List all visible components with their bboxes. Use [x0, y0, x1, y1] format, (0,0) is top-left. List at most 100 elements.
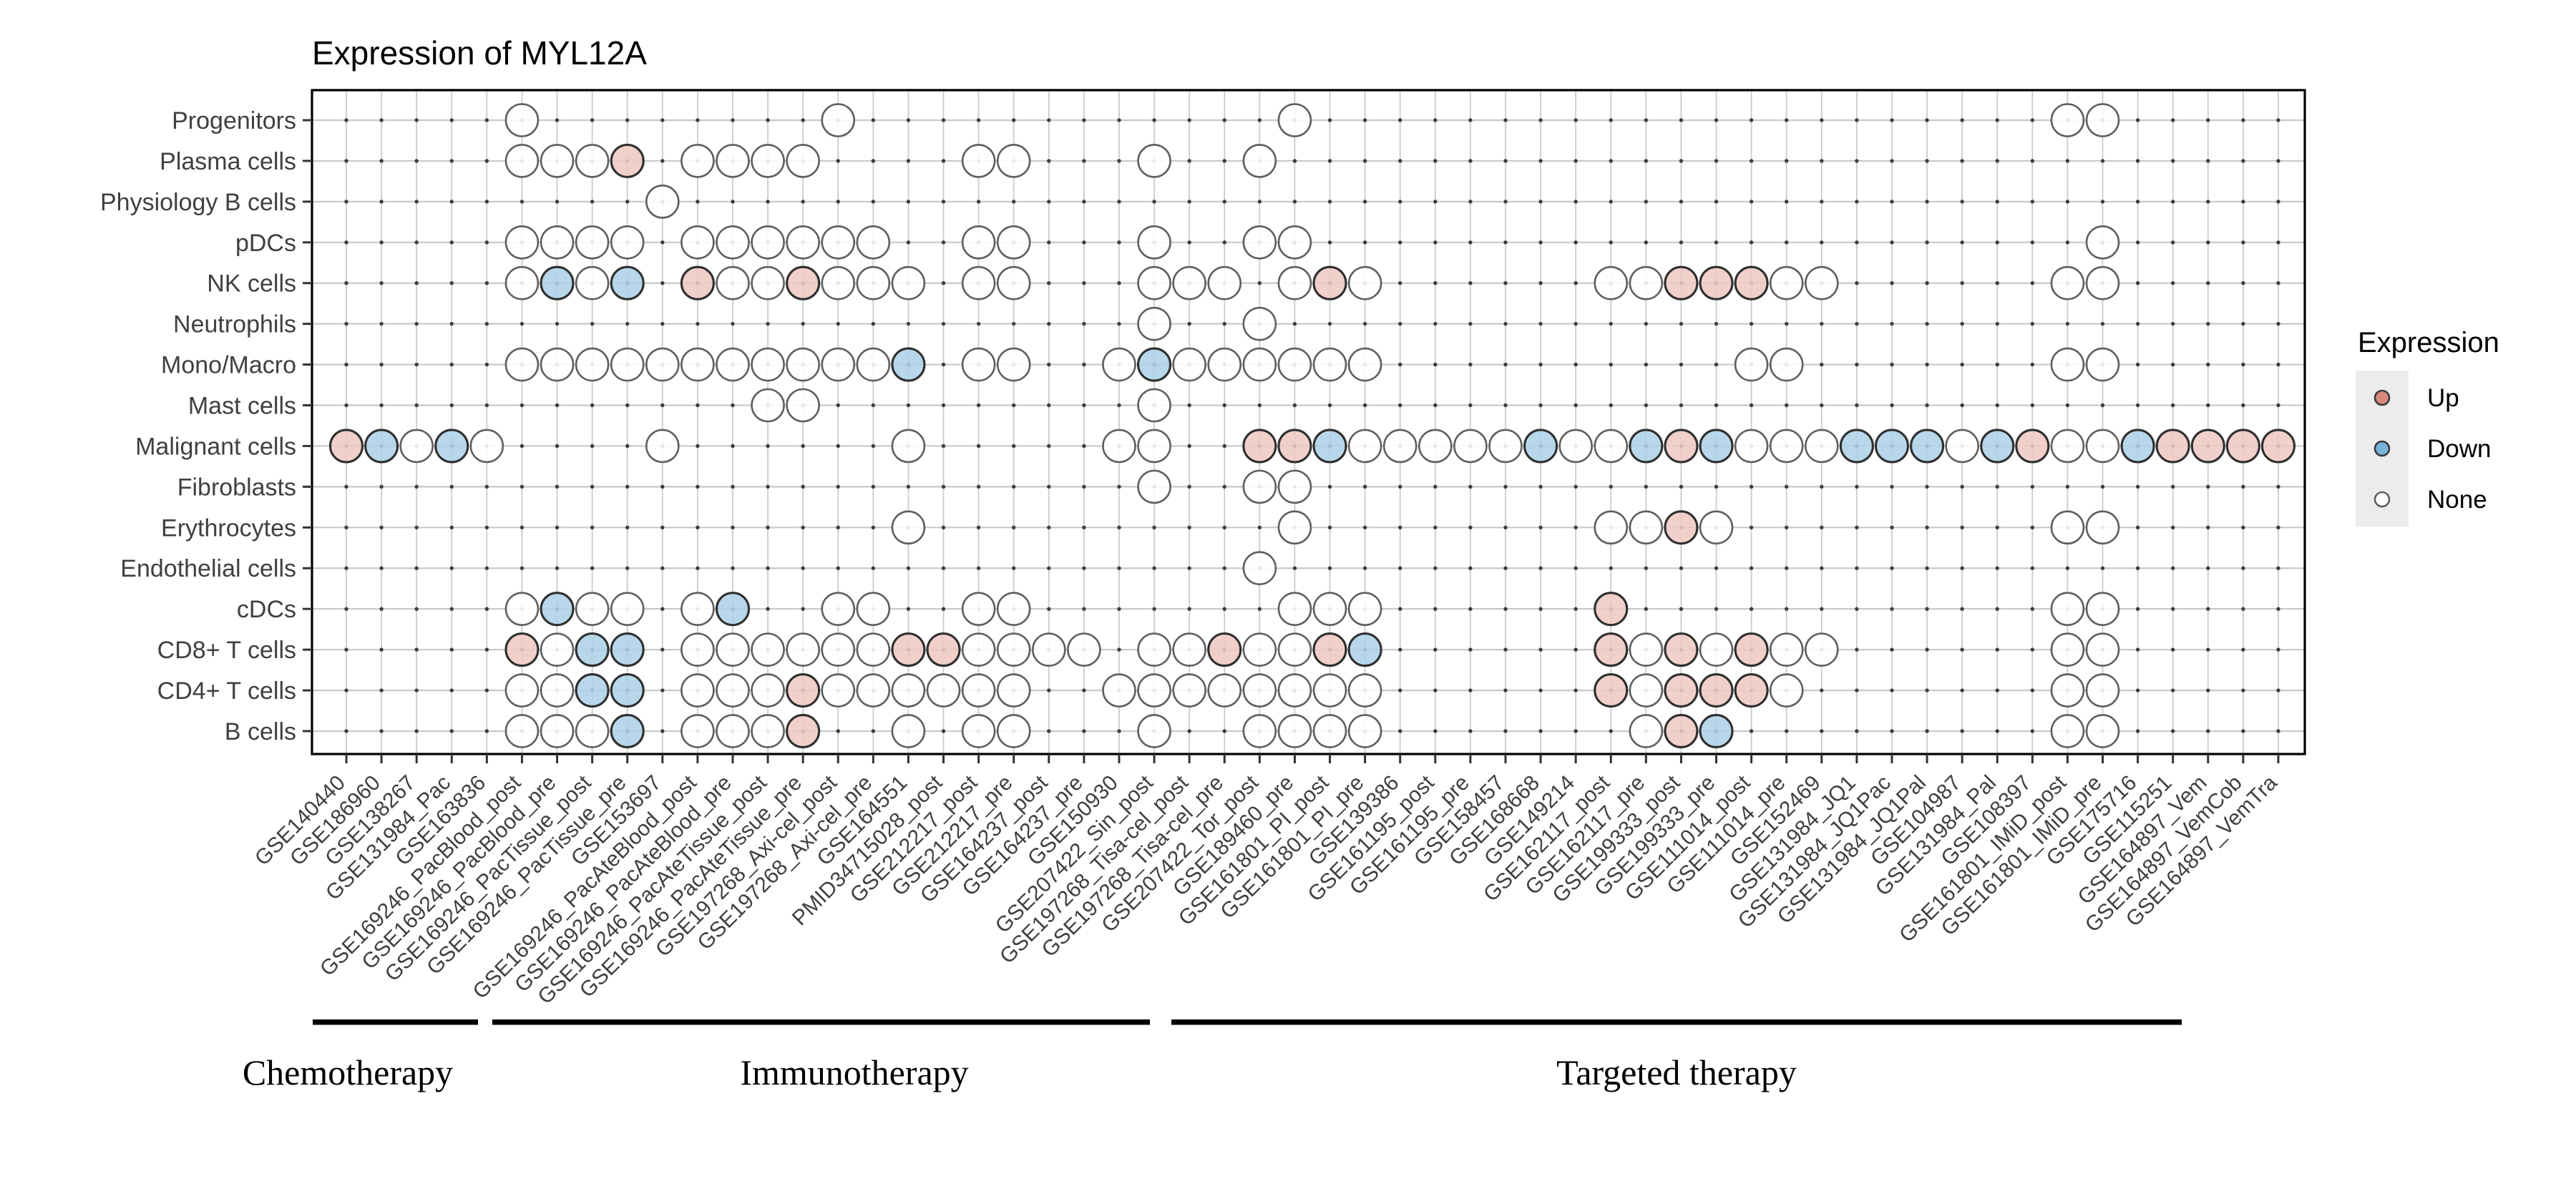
dot-down [575, 632, 610, 667]
dot-none [1242, 347, 1277, 382]
dot-none [716, 265, 750, 300]
grid-dot [1890, 362, 1894, 367]
grid-dot [1925, 607, 1929, 611]
grid-dot [1644, 200, 1649, 204]
grid-dot [2241, 607, 2245, 611]
grid-dot [1714, 200, 1719, 204]
grid-dot [1890, 118, 1894, 122]
grid-dot [1574, 159, 1578, 163]
grid-dot [871, 321, 876, 326]
grid-dot [2030, 281, 2035, 285]
dot-none [1277, 592, 1312, 626]
grid-dot [1995, 362, 1999, 367]
grid-dot [871, 444, 876, 449]
dot-none [1277, 265, 1312, 300]
grid-dot [1398, 200, 1402, 204]
grid-dot [976, 200, 981, 204]
grid-dot [1538, 566, 1543, 570]
grid-dot [731, 118, 735, 122]
dot-none [716, 673, 750, 708]
grid-dot [941, 484, 946, 489]
grid-dot [1609, 484, 1613, 489]
dot-down [1312, 429, 1347, 464]
grid-dot [660, 321, 665, 326]
grid-dot [2100, 403, 2105, 408]
grid-dot [625, 566, 630, 570]
dot-none [961, 632, 996, 667]
grid-dot [1222, 200, 1226, 204]
grid-dot [414, 525, 419, 529]
grid-dot [1503, 159, 1508, 163]
grid-dot [2030, 118, 2035, 122]
dot-none [1207, 265, 1242, 300]
dot-none [1699, 510, 1734, 545]
grid-dot [625, 200, 630, 204]
grid-dot [1503, 362, 1508, 367]
grid-dot [1503, 321, 1508, 326]
grid-dot [2100, 484, 2105, 489]
dot-up [786, 265, 821, 300]
grid-dot [1644, 240, 1649, 245]
legend-none-label: None [2427, 486, 2487, 514]
grid-dot [1644, 362, 1649, 367]
grid-dot [1047, 240, 1051, 245]
grid-dot [2065, 403, 2070, 408]
grid-dot [1925, 484, 1929, 489]
dot-none [1137, 306, 1171, 341]
grid-dot [1995, 200, 1999, 204]
grid-dot [1327, 240, 1332, 245]
grid-dot [660, 566, 665, 570]
grid-dot [906, 403, 911, 408]
grid-dot [1714, 362, 1719, 367]
grid-dot [1398, 118, 1402, 122]
dot-none [786, 144, 820, 178]
grid-dot [1117, 240, 1121, 245]
grid-dot [660, 159, 665, 163]
grid-dot [1117, 159, 1121, 163]
y-axis-label: Plasma cells [160, 148, 296, 175]
grid-dot [2206, 525, 2210, 529]
grid-dot [1995, 159, 1999, 163]
grid-dot [1398, 403, 1402, 408]
grid-dot [941, 525, 946, 529]
dot-none [1242, 551, 1277, 586]
grid-dot [801, 566, 805, 570]
grid-dot [801, 444, 805, 449]
dot-down [1629, 429, 1664, 464]
dot-none [1242, 673, 1277, 708]
dot-none [716, 144, 750, 178]
grid-dot [1503, 403, 1508, 408]
grid-dot [1503, 484, 1508, 489]
dot-up [1664, 672, 1699, 708]
dot-none [961, 225, 996, 260]
grid-dot [1082, 321, 1086, 326]
grid-dot [976, 566, 981, 570]
grid-dot [1644, 607, 1649, 611]
dot-none [1277, 103, 1312, 137]
grid-dot [2170, 525, 2175, 529]
grid-dot [590, 403, 595, 408]
grid-dot [1468, 607, 1473, 611]
dot-none [1594, 265, 1629, 300]
grid-dot [1609, 566, 1613, 570]
dot-none [926, 673, 961, 708]
grid-dot [1609, 240, 1613, 245]
grid-dot [1574, 688, 1578, 693]
grid-dot [1538, 403, 1543, 408]
grid-dot [2241, 118, 2245, 122]
grid-dot [1820, 321, 1824, 326]
grid-dot [1433, 321, 1438, 326]
chart-title: Expression of MYL12A [312, 34, 647, 72]
grid-dot [1503, 688, 1508, 693]
grid-dot [484, 200, 489, 204]
dot-down [540, 265, 575, 300]
dot-none [961, 592, 996, 626]
grid-dot [1749, 118, 1754, 122]
grid-dot [555, 200, 560, 204]
grid-dot [484, 281, 489, 285]
grid-dot [1398, 159, 1402, 163]
grid-dot [1609, 321, 1613, 326]
grid-dot [379, 403, 384, 408]
